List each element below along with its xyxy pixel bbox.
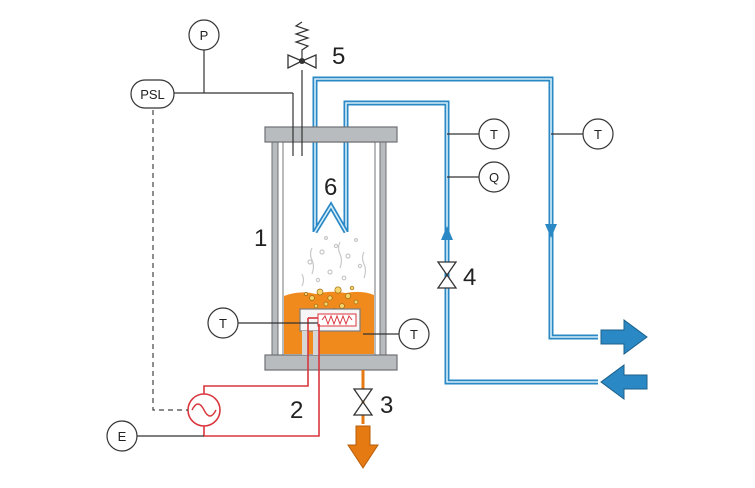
flow-direction-down-marker [545, 224, 557, 238]
power-wire-lower [203, 324, 320, 437]
boiling-bubble [316, 288, 324, 296]
vessel-temperature-label: T [410, 327, 418, 342]
pressure-switch-bubble [130, 79, 175, 109]
label-drain-valve: 3 [380, 392, 393, 419]
sine-wave-icon [191, 403, 217, 417]
relief-valve-spring [294, 21, 310, 60]
coolant-valve-bottom [436, 273, 458, 289]
surface-bubbles [304, 285, 359, 312]
vessel-top-flange [264, 126, 398, 143]
instrument-coolant-out-temperature: T [582, 118, 614, 150]
condenser-tip [312, 201, 349, 234]
vapour-bubble [319, 249, 325, 255]
power-wires [203, 317, 320, 437]
boiling-bubble [327, 295, 333, 301]
drain-valve-body-bottom [352, 400, 374, 416]
vapour-plume [301, 236, 367, 287]
vapour-bubble [307, 259, 313, 265]
energy-meter-circle [106, 420, 138, 452]
vapour-wisp [301, 273, 305, 287]
heater-coil [321, 314, 353, 326]
boiling-bubble [349, 285, 355, 291]
psl-signal-line [152, 110, 188, 411]
pressure-taps [292, 70, 303, 156]
boiling-bubble [353, 299, 359, 305]
coolant-out-temperature-circle [582, 118, 614, 150]
vapour-wisp [309, 247, 315, 275]
instrument-lines [174, 50, 583, 335]
boiling-bubble [309, 295, 315, 301]
pressure-gauge-label: P [200, 28, 209, 43]
coolant-valve [436, 261, 458, 289]
vapour-wisp [337, 241, 343, 269]
vapour-bubble [354, 238, 359, 243]
boiling-bubble [313, 303, 319, 309]
boiling-bubble [339, 303, 345, 309]
drain-outlet-arrow [347, 425, 379, 469]
flow-direction-up-marker [441, 226, 453, 240]
label-coolant-valve: 4 [463, 264, 476, 291]
instrument-flow-meter: Q [478, 161, 510, 193]
coolant-inlet-arrow [600, 364, 648, 400]
relief-valve [287, 21, 317, 70]
drain-line [347, 370, 379, 469]
vapour-bubble [315, 277, 321, 283]
label-relief-valve: 5 [332, 43, 345, 70]
instrument-liquid-temperature: T [207, 307, 239, 339]
power-wire-upper [203, 318, 309, 395]
vapour-wisp [361, 251, 367, 279]
flow-meter-circle [478, 161, 510, 193]
vessel-temperature-circle [398, 318, 430, 350]
liquid-temperature-label: T [219, 316, 227, 331]
coolant-valve-top [436, 261, 458, 277]
condenser-tip-core [314, 204, 347, 233]
label-vessel: 1 [254, 225, 267, 252]
coolant-in-temperature-label: T [490, 127, 498, 142]
instrument-pressure-gauge: P [188, 19, 220, 51]
relief-valve-pivot [299, 58, 305, 64]
boiling-bubble [345, 293, 351, 299]
coolant-outlet-arrow [600, 319, 648, 355]
drain-valve-body-top [352, 388, 374, 404]
coolant-inner-loop-core [345, 102, 598, 383]
label-condenser: 6 [324, 174, 337, 201]
instrument-pressure-switch: PSL [130, 79, 175, 109]
instrument-coolant-in-temperature: T [478, 118, 510, 150]
instrument-vessel-temperature: T [398, 318, 430, 350]
heater-element [299, 308, 361, 355]
vapour-bubble [324, 236, 329, 241]
vapour-bubble [341, 275, 347, 281]
pressure-switch-label: PSL [140, 87, 165, 102]
instrument-energy-meter: E [106, 420, 138, 452]
relief-valve-right [300, 54, 317, 70]
vapour-bubble [357, 263, 363, 269]
boiling-bubble [334, 286, 342, 294]
label-heater: 2 [290, 397, 303, 424]
liquid-temperature-circle [207, 307, 239, 339]
relief-valve-left [287, 54, 304, 70]
flow-meter-label: Q [489, 170, 499, 185]
boiling-bubble [323, 301, 329, 307]
vapour-bubble [333, 243, 339, 249]
pressure-gauge-circle [188, 19, 220, 51]
vessel-bottom-flange [264, 354, 398, 371]
vapour-bubble [345, 253, 351, 259]
coolant-in-temperature-circle [478, 118, 510, 150]
vessel-right-rod [379, 141, 387, 356]
boiling-bubble [304, 292, 308, 296]
coolant-out-temperature-label: T [594, 127, 602, 142]
energy-meter-label: E [118, 429, 127, 444]
ac-power-source [187, 393, 221, 427]
vapour-bubble [327, 269, 333, 275]
